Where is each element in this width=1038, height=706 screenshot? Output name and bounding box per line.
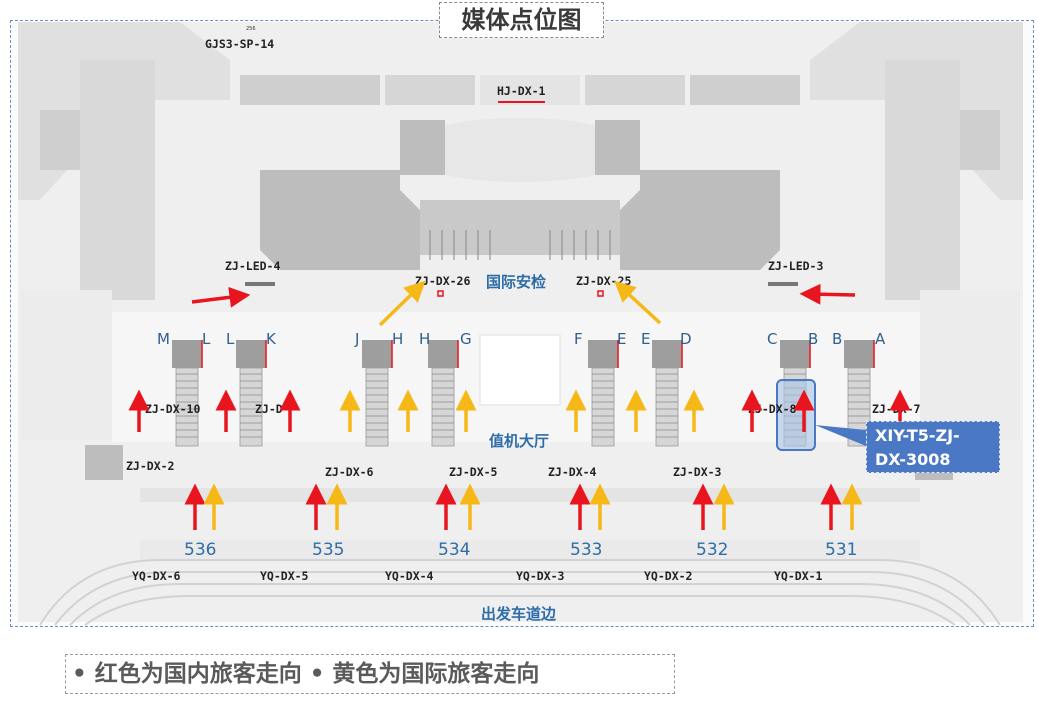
counter-letter: H <box>419 330 430 348</box>
curbside-zone-label: 出发车道边 <box>481 605 557 623</box>
right-block <box>885 60 960 300</box>
hall-left-edge <box>20 290 112 440</box>
gate-number: 536 <box>184 540 216 560</box>
gate-number: 531 <box>825 540 857 560</box>
hj-label: HJ-DX-1 <box>497 84 546 98</box>
counter-letter: E <box>617 330 626 348</box>
counter-letter: M <box>157 330 170 348</box>
counter-letter: B <box>808 330 818 348</box>
security-zone-label: 国际安检 <box>486 273 546 291</box>
zj-dx-10-label: ZJ-DX-10 <box>145 402 200 416</box>
domestic-flow-arrow <box>191 286 251 308</box>
curbside-label: YQ-DX-5 <box>260 569 309 583</box>
zj-d-label: ZJ-D <box>255 402 283 416</box>
central-atrium <box>479 334 561 406</box>
gate-number: 534 <box>438 540 470 560</box>
page-title: 媒体点位图 <box>439 2 604 38</box>
central-oval <box>400 118 640 182</box>
door-label: ZJ-DX-3 <box>673 465 722 479</box>
curbside-label: YQ-DX-6 <box>132 569 181 583</box>
door-label: ZJ-DX-5 <box>449 465 498 479</box>
curbside-label: YQ-DX-2 <box>644 569 692 583</box>
door-label: ZJ-DX-6 <box>325 465 374 479</box>
counter-letter: J <box>354 330 359 348</box>
curbside-label: YQ-DX-3 <box>516 569 565 583</box>
counter-letter: L <box>202 330 211 348</box>
curbside-labels: YQ-DX-6 YQ-DX-5 YQ-DX-4 YQ-DX-3 YQ-DX-2 YQ-DX… <box>132 569 823 583</box>
checkin-island <box>428 340 459 447</box>
counter-letter: D <box>680 330 692 348</box>
top-room-4 <box>585 75 685 105</box>
curbside-label: YQ-DX-4 <box>385 569 434 583</box>
led-3-screen <box>768 282 798 286</box>
led-4-screen <box>245 282 275 286</box>
security-lane-lines <box>429 230 611 260</box>
top-number: 256 <box>246 26 256 32</box>
zj-dx-25-marker <box>597 290 604 297</box>
counter-letter: B <box>832 330 842 348</box>
top-room-1 <box>240 75 380 105</box>
led-3-label: ZJ-LED-3 <box>768 259 823 273</box>
counter-letter: E <box>641 330 650 348</box>
counter-letter: A <box>875 330 886 348</box>
zj-dx-7-label: ZJ-DX-7 <box>872 402 921 416</box>
zj-dx-25-label: ZJ-DX-25 <box>576 274 631 288</box>
left-block-small <box>40 110 80 170</box>
right-block-small <box>960 110 1000 170</box>
counter-letter: F <box>574 330 583 348</box>
door-label: ZJ-DX-4 <box>548 465 597 479</box>
checkin-island <box>236 340 267 447</box>
checkin-island <box>362 340 393 447</box>
top-room-3 <box>480 75 580 105</box>
counter-letter: G <box>460 330 472 348</box>
oval-right-block <box>595 120 640 175</box>
callout-line-1: XIY-T5-ZJ- <box>875 426 960 445</box>
domestic-flow-arrow <box>799 283 856 305</box>
checkin-zone-label: 值机大厅 <box>489 432 549 450</box>
top-room-2 <box>385 75 475 105</box>
security-left-block <box>260 170 420 270</box>
counter-letter: K <box>266 330 277 348</box>
checkin-island <box>844 340 875 447</box>
gate-numbers: 536 535 534 533 532 531 <box>184 540 857 560</box>
hall-left-room <box>85 445 123 480</box>
curbside-road <box>39 559 1001 626</box>
flow-arrows <box>128 280 911 530</box>
curbside-label: YQ-DX-1 <box>774 569 823 583</box>
counter-letter: C <box>767 330 777 348</box>
door-labels: ZJ-DX-6 ZJ-DX-5 ZJ-DX-4 ZJ-DX-3 <box>325 465 722 479</box>
callout-pointer <box>815 425 866 446</box>
left-block <box>80 60 155 300</box>
checkin-island <box>652 340 683 447</box>
international-flow-arrow <box>614 280 662 325</box>
checkin-islands <box>172 340 875 447</box>
oval-left-block <box>400 120 445 175</box>
checkin-island <box>588 340 619 447</box>
zj-dx-26-marker <box>437 290 444 297</box>
led-4-label: ZJ-LED-4 <box>225 259 280 273</box>
gate-number: 533 <box>570 540 602 560</box>
hall-right-edge <box>920 290 1020 440</box>
door-strip <box>140 488 920 502</box>
top-room-5 <box>690 75 800 105</box>
counter-letter: H <box>392 330 403 348</box>
zj-dx-2-label: ZJ-DX-2 <box>126 459 174 473</box>
callout-line-2: DX-3008 <box>875 450 951 469</box>
gate-number: 535 <box>312 540 344 560</box>
legend: • 红色为国内旅客走向 • 黄色为国际旅客走向 <box>65 654 675 694</box>
security-right-block <box>620 170 780 270</box>
zj-dx-8-label: ZJ-DX-8 <box>748 402 797 416</box>
international-flow-arrow <box>378 280 426 327</box>
counter-letter: L <box>226 330 235 348</box>
gate-strip <box>140 540 920 560</box>
security-lanes <box>420 200 620 255</box>
media-point-callout[interactable]: XIY-T5-ZJ- DX-3008 <box>866 421 1000 473</box>
gate-number: 532 <box>696 540 728 560</box>
zj-dx-26-label: ZJ-DX-26 <box>415 274 470 288</box>
checkin-island <box>172 340 203 447</box>
gjs-label: GJS3-SP-14 <box>205 37 274 51</box>
